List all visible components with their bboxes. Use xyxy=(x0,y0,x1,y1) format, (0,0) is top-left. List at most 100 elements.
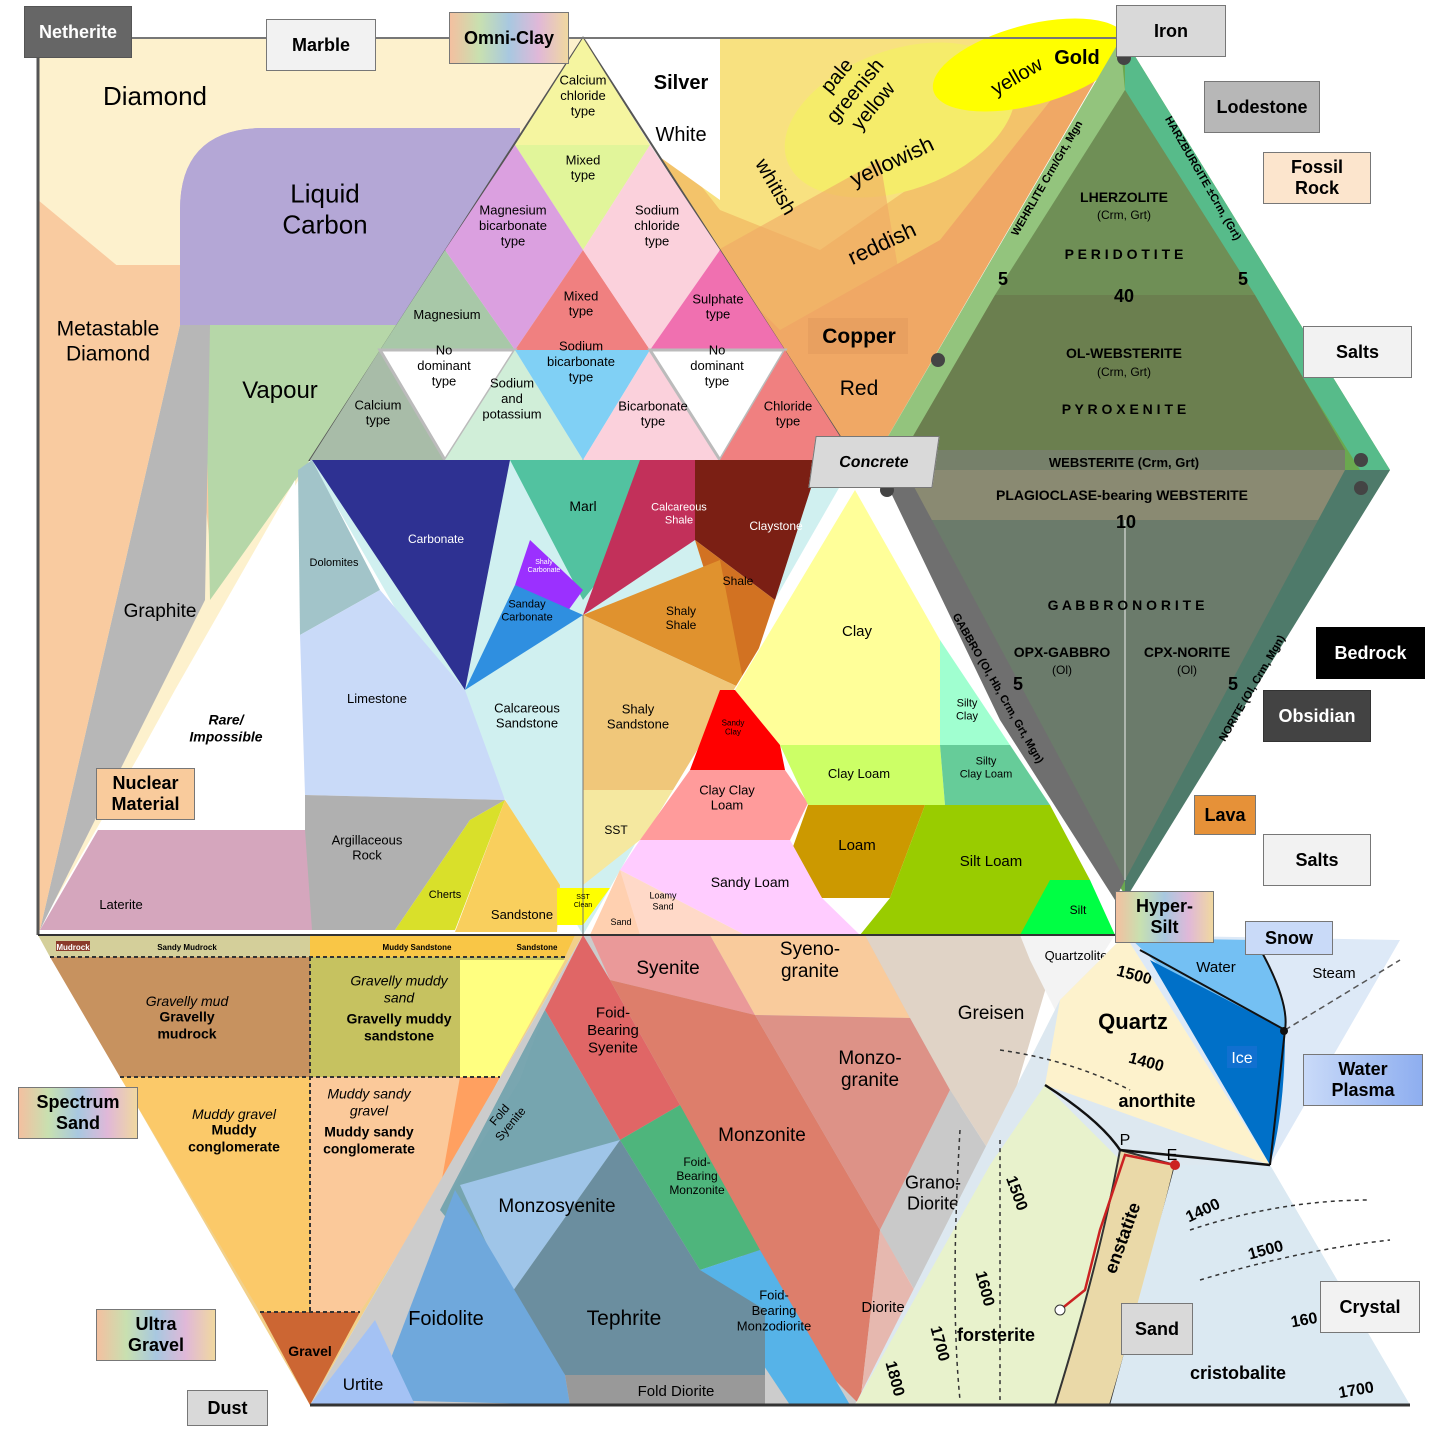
n40-label: 40 xyxy=(1114,286,1134,306)
shale-label: Shale xyxy=(723,574,754,588)
silica-point-e xyxy=(1170,1160,1180,1170)
white-label: White xyxy=(655,124,706,146)
sandy-loam-label: Sandy Loam xyxy=(711,874,790,890)
salts-top-tag: Salts xyxy=(1303,326,1412,378)
lodestone-tag: Lodestone xyxy=(1204,81,1320,133)
water-plasma-tag: Water Plasma xyxy=(1303,1054,1423,1106)
marble-tag: Marble xyxy=(266,19,376,71)
copper-label: Copper xyxy=(822,325,896,348)
water-phase-diagram: Water Steam Ice xyxy=(1125,935,1401,1166)
muddy-gravel-label: Muddy gravel xyxy=(192,1106,277,1122)
silt-label: Silt xyxy=(1070,903,1087,917)
clay-label: Clay xyxy=(842,623,873,640)
ol-websterite-sub-label: (Crm, Grt) xyxy=(1097,365,1151,379)
tephrite-label: Tephrite xyxy=(587,1307,662,1330)
dolomites-label: Dolomites xyxy=(310,557,359,569)
ultramafic-diagram: LHERZOLITE (Crm, Grt) P E R I D O T I T … xyxy=(880,40,1390,900)
cpx-norite-label: CPX-NORITE xyxy=(1144,644,1230,660)
crystal-tag: Crystal xyxy=(1320,1281,1420,1333)
spectrum-sand-tag: Spectrum Sand xyxy=(18,1087,138,1139)
water-phase-label: Water xyxy=(1196,959,1235,976)
ultra-gravel-tag: Ultra Gravel xyxy=(96,1309,216,1361)
muddy-sandstone-label: Muddy Sandstone xyxy=(383,943,452,952)
gold-label: Gold xyxy=(1054,47,1100,69)
five-lower-right-label: 5 xyxy=(1228,674,1238,694)
diorite-label: Diorite xyxy=(861,1299,904,1316)
five-right-label: 5 xyxy=(1238,269,1248,289)
marl-label: Marl xyxy=(569,498,596,514)
sst-label: SST xyxy=(604,823,628,837)
cristobalite-label: cristobalite xyxy=(1190,1363,1286,1383)
sandstone-strip-label: Sandstone xyxy=(517,943,558,952)
omni-clay-tag: Omni-Clay xyxy=(449,12,569,64)
ice-label: Ice xyxy=(1231,1050,1252,1067)
fossil-rock-tag: Fossil Rock xyxy=(1263,152,1371,204)
lherzolite-sub-label: (Crm, Grt) xyxy=(1097,208,1151,222)
bedrock-tag: Bedrock xyxy=(1316,627,1425,679)
diamond-label: Diamond xyxy=(103,81,207,111)
fold-diorite-label: Fold Diorite xyxy=(638,1383,715,1400)
snow-tag: Snow xyxy=(1245,921,1333,955)
silt-loam-label: Silt Loam xyxy=(960,853,1023,870)
gabbronorite-label: G A B B R O N O R I T E xyxy=(1048,597,1205,613)
anorthite-label: anorthite xyxy=(1118,1091,1195,1111)
carbonate-label: Carbonate xyxy=(408,532,464,546)
claystone-label: Claystone xyxy=(749,519,803,533)
rare-impossible-label: Rare/Impossible xyxy=(189,712,262,745)
salts-bottom-tag: Salts xyxy=(1263,834,1371,886)
pyroxenite-label: P Y R O X E N I T E xyxy=(1062,401,1187,417)
cherts-label: Cherts xyxy=(429,889,462,901)
monzonite-label: Monzonite xyxy=(718,1125,806,1146)
iron-tag: Iron xyxy=(1116,5,1226,57)
sand-label: Sand xyxy=(610,917,631,927)
clay-loam-label: Clay Loam xyxy=(828,766,890,781)
gravel-label: Gravel xyxy=(288,1343,332,1359)
laterite-label: Laterite xyxy=(99,897,142,912)
diagram-dot xyxy=(1354,481,1368,495)
red-label: Red xyxy=(840,377,879,400)
lava-tag: Lava xyxy=(1194,795,1256,835)
cpx-norite-sub-label: (Ol) xyxy=(1177,663,1197,677)
loam-label: Loam xyxy=(838,837,876,854)
silver-label: Silver xyxy=(654,72,709,94)
sandstone-label: Sandstone xyxy=(491,907,553,922)
temp-1600-right: 160 xyxy=(1290,1310,1319,1331)
syenogranite-label: Syeno-granite xyxy=(780,939,840,982)
five-left-label: 5 xyxy=(998,269,1008,289)
websterite-label: WEBSTERITE (Crm, Grt) xyxy=(1049,455,1199,470)
n10-label: 10 xyxy=(1116,512,1136,532)
sandy-mudrock-label: Sandy Mudrock xyxy=(157,943,217,952)
